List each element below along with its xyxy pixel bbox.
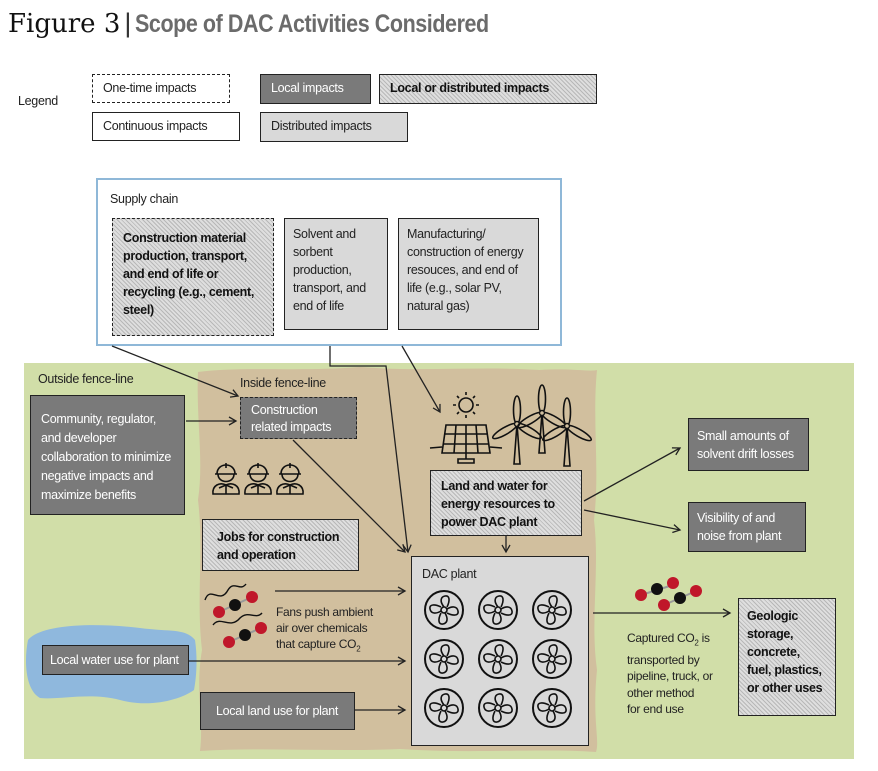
transport-co2-sub: 2 [694, 638, 699, 648]
fans-annotation: Fans push ambient air over chemicals tha… [276, 604, 373, 657]
legend-one-time-label: One-time impacts [103, 81, 197, 95]
legend-local-label: Local impacts [271, 81, 344, 95]
land-water-energy-box: Land and water for energy resources to p… [430, 470, 582, 536]
construction-impacts-text: Construction related impacts [251, 403, 332, 434]
fan-icon [478, 688, 518, 728]
outside-fence-label: Outside fence-line [38, 372, 134, 386]
visibility-noise-box: Visibility of and noise from plant [688, 502, 806, 552]
fans-co2-text: that capture CO [276, 637, 357, 651]
transport-annotation: Captured CO2 is transported by pipeline,… [627, 630, 713, 718]
supply-item-energy-manufacturing: Manufacturing/ construction of energy re… [398, 218, 539, 330]
co2-molecule-icon [204, 583, 263, 626]
land-use-box: Local land use for plant [200, 692, 355, 730]
legend-distributed: Distributed impacts [260, 112, 408, 142]
wind-turbine-icon [515, 384, 569, 454]
land-water-energy-text: Land and water for energy resources to p… [441, 479, 555, 529]
transport-line2: transported by [627, 652, 700, 667]
worker-icon [212, 462, 240, 495]
fans-annotation-line2: air over chemicals [276, 621, 368, 635]
transport-line4: other method [627, 685, 695, 700]
fan-icon [424, 590, 464, 630]
solvent-drift-text: Small amounts of solvent drift losses [697, 429, 794, 461]
land-use-text: Local land use for plant [216, 704, 339, 718]
arrow-to-visibility [583, 509, 682, 534]
visibility-noise-text: Visibility of and noise from plant [697, 511, 782, 543]
supply-item-solvent-text: Solvent and sorbent production, transpor… [293, 227, 366, 313]
end-use-text: Geologic storage, concrete, fuel, plasti… [747, 609, 823, 695]
arrow-supply-to-energy [401, 345, 441, 414]
supply-item-construction-material: Construction material production, transp… [112, 218, 274, 336]
dac-plant-label: DAC plant [422, 567, 477, 581]
transport-line5: for end use [627, 702, 684, 717]
legend-continuous-label: Continuous impacts [103, 119, 208, 133]
fan-icon [478, 639, 518, 679]
arrow-to-solvent-drift [583, 447, 682, 502]
fan-icon [532, 590, 572, 630]
arrow-supply-to-construction [111, 345, 240, 398]
wind-turbine-icon [490, 395, 544, 465]
community-collaboration-text: Community, regulator, and developer coll… [41, 412, 172, 502]
legend-local-or-distributed: Local or distributed impacts [379, 74, 597, 104]
fan-icon [532, 639, 572, 679]
fan-icon [424, 688, 464, 728]
legend-continuous: Continuous impacts [92, 112, 240, 141]
water-use-box: Local water use for plant [42, 645, 189, 675]
solar-panel-icon [429, 424, 503, 464]
transport-line3: pipeline, truck, or [627, 669, 713, 684]
water-use-text: Local water use for plant [50, 653, 179, 667]
supply-item-solvent: Solvent and sorbent production, transpor… [284, 218, 388, 330]
figure-label: Figure 3 [8, 9, 121, 39]
worker-icon [276, 462, 304, 495]
co2-molecule-icon [635, 577, 679, 601]
supply-item-energy-manufacturing-text: Manufacturing/ construction of energy re… [407, 227, 524, 313]
fans-annotation-line3: that capture CO2 [276, 636, 373, 657]
legend-one-time: One-time impacts [92, 74, 230, 103]
co2-molecule-icon [223, 622, 267, 648]
legend-distributed-label: Distributed impacts [271, 119, 372, 133]
legend-local: Local impacts [260, 74, 371, 104]
legend-local-or-distributed-label: Local or distributed impacts [390, 81, 549, 95]
supply-item-construction-material-text: Construction material production, transp… [123, 231, 255, 317]
worker-icon [244, 462, 272, 495]
arrow-supply-to-dac [329, 346, 412, 554]
solvent-drift-box: Small amounts of solvent drift losses [688, 418, 809, 471]
title-separator: | [124, 8, 132, 38]
legend-label: Legend [18, 94, 58, 108]
figure-name: Scope of DAC Activities Considered [135, 10, 490, 38]
fan-icon [424, 639, 464, 679]
jobs-box: Jobs for construction and operation [202, 519, 359, 571]
transport-line1: Captured CO2 is [627, 630, 713, 652]
sun-icon [453, 392, 479, 418]
end-use-box: Geologic storage, concrete, fuel, plasti… [738, 598, 836, 716]
construction-impacts-box: Construction related impacts [240, 397, 357, 439]
supply-chain-label: Supply chain [110, 192, 178, 206]
fan-icon [478, 590, 518, 630]
fan-icon [532, 688, 572, 728]
arrow-construction-to-dac [292, 439, 406, 553]
wind-turbine-icon [540, 397, 594, 467]
jobs-text: Jobs for construction and operation [217, 530, 340, 562]
figure-title: Figure 3|Scope of DAC Activities Conside… [8, 8, 547, 39]
co2-molecule-icon [658, 585, 702, 611]
fans-annotation-line1: Fans push ambient [276, 605, 373, 619]
inside-fence-label: Inside fence-line [240, 376, 326, 390]
fans-co2-sub: 2 [356, 644, 361, 654]
transport-co2-text: Captured CO [627, 631, 695, 645]
transport-is-text: is [698, 631, 710, 645]
community-collaboration-box: Community, regulator, and developer coll… [30, 395, 185, 515]
